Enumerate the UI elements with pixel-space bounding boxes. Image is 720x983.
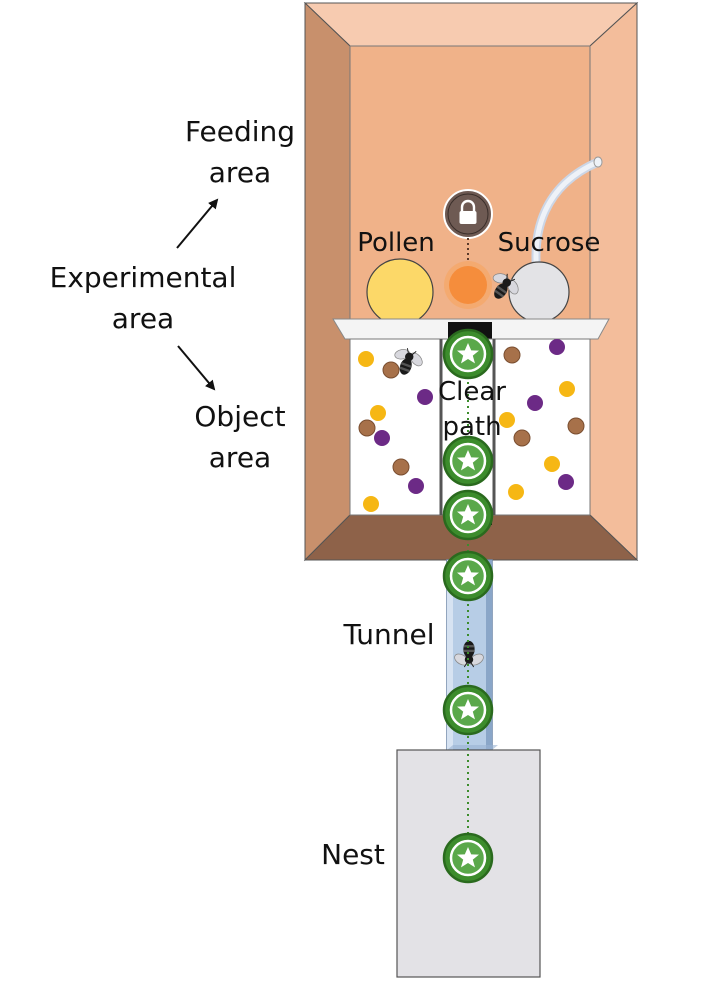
object-dot [358,351,374,367]
pollen-label: Pollen [357,228,435,258]
experimental-area-label-line1: Experimental [50,261,237,294]
object-dot [363,496,379,512]
star-icon [442,832,494,884]
experimental-area-label-line2: area [112,302,174,335]
object-dot [544,456,560,472]
object-dot [408,478,424,494]
object-dot [508,484,524,500]
pollen-feeder [366,258,434,326]
object-dot [374,430,390,446]
object-dot [392,458,410,476]
object-dot [358,419,376,437]
object-dot [558,474,574,490]
arena-wall-right [589,1,638,562]
object-dot [527,395,543,411]
arena-wall-left [304,1,351,562]
tunnel-label: Tunnel [342,618,434,651]
object-dot [559,381,575,397]
feeding-area-label-line2: area [209,156,271,189]
feeding-area-label-line1: Feeding [185,115,295,148]
object-dot [382,361,400,379]
star-icon [442,328,494,380]
object-area-label-line2: area [209,441,271,474]
clear-path-label-line2: path [442,412,501,442]
object-dot [567,417,585,435]
clear-path-label-line1: Clear [438,377,506,407]
arrow-to-object [177,345,216,391]
object-dot [513,429,531,447]
star-icon [442,684,494,736]
arena-wall-top [303,2,639,47]
object-dot [370,405,386,421]
object-dot [549,339,565,355]
object-dot [417,389,433,405]
arrow-to-feeding [176,198,219,249]
object-dot [499,412,515,428]
nest-label: Nest [321,838,385,871]
target-feeder [449,266,487,304]
object-area-label-line1: Object [194,400,285,433]
object-dot [503,346,521,364]
object-distractors [358,339,585,512]
sucrose-label: Sucrose [498,228,601,258]
star-icon [442,489,494,541]
star-icon [442,550,494,602]
star-icon [442,435,494,487]
lock-icon [443,189,493,239]
